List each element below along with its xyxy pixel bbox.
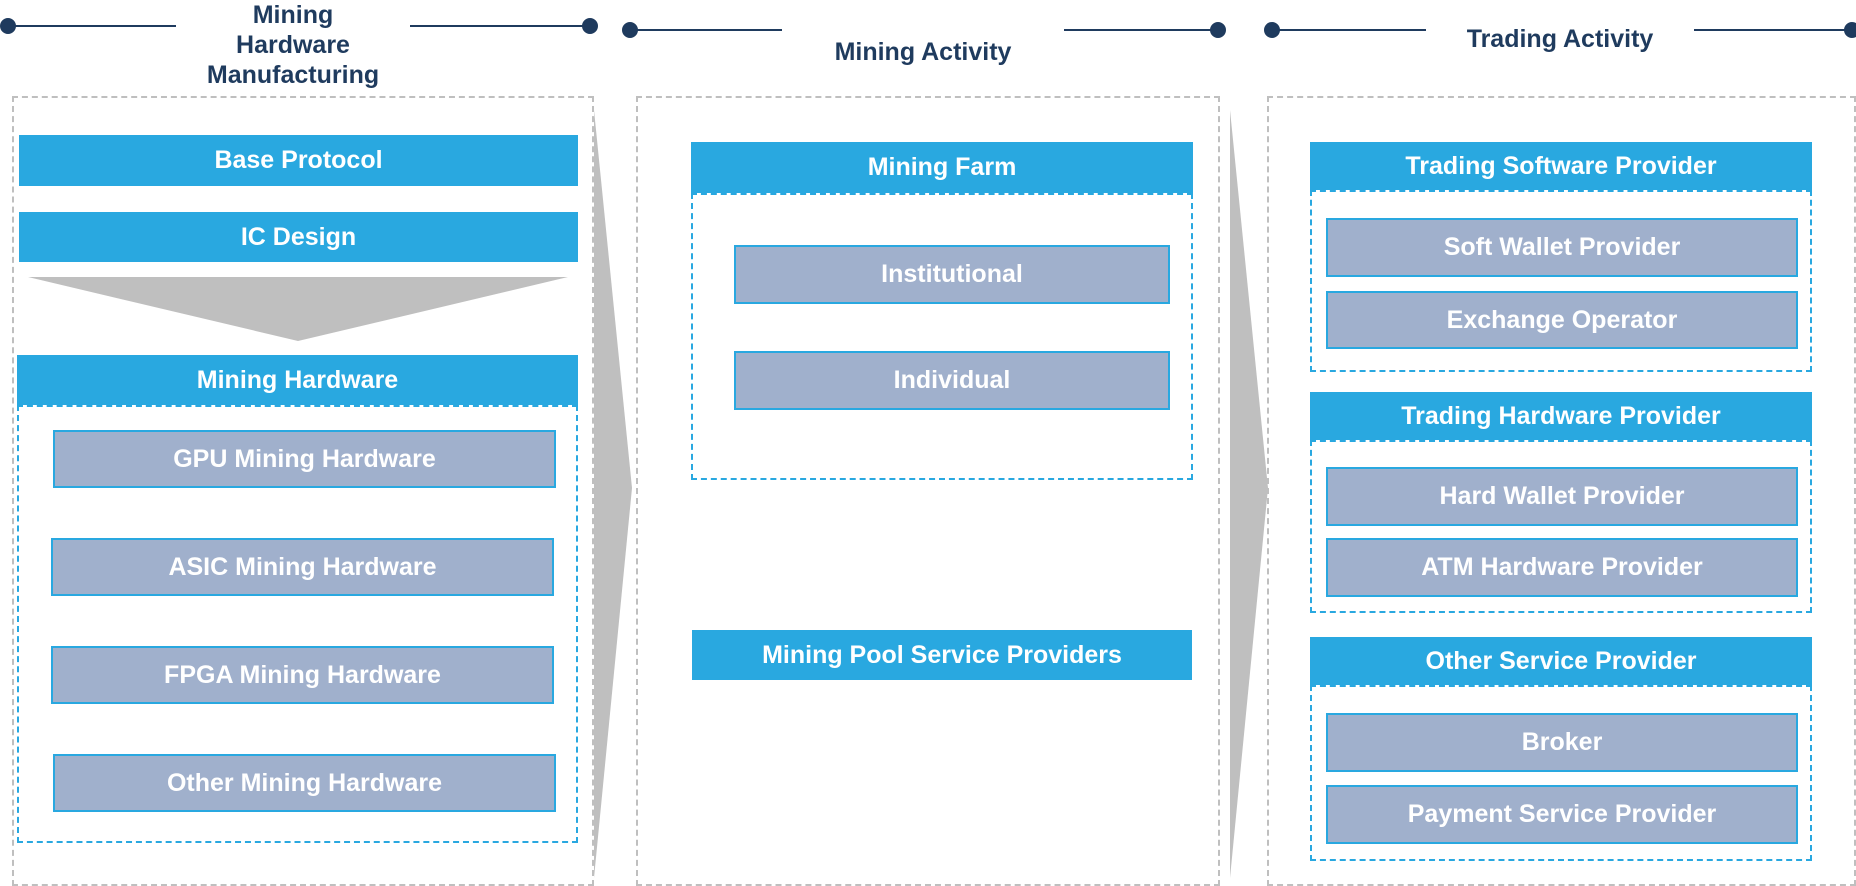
- mining-hardware-heading: Mining Hardware: [17, 355, 578, 405]
- other-service-heading: Other Service Provider: [1310, 637, 1812, 685]
- trading-software-group: [1310, 190, 1812, 372]
- mining-farm-heading: Mining Farm: [691, 142, 1193, 193]
- header-connector-manufacturing: [0, 18, 598, 34]
- soft-wallet-provider: Soft Wallet Provider: [1326, 218, 1798, 277]
- header-connector-mining: [622, 22, 1226, 38]
- column-title-mining: Mining Activity: [834, 38, 1012, 66]
- flow-arrow-2: [1230, 110, 1268, 878]
- gpu-mining-hardware: GPU Mining Hardware: [53, 430, 556, 488]
- trading-hardware-heading: Trading Hardware Provider: [1310, 392, 1812, 440]
- fpga-mining-hardware: FPGA Mining Hardware: [51, 646, 554, 704]
- asic-mining-hardware: ASIC Mining Hardware: [51, 538, 554, 596]
- down-arrow: [28, 277, 568, 341]
- other-service-group: [1310, 685, 1812, 861]
- column-title-trading: Trading Activity: [1466, 25, 1654, 53]
- column-title-manufacturing: Mining Hardware Manufacturing: [206, 1, 380, 89]
- individual-item: Individual: [734, 351, 1170, 410]
- mining-pool-bar: Mining Pool Service Providers: [692, 630, 1192, 680]
- base-protocol-bar: Base Protocol: [19, 135, 578, 186]
- mining-farm-group: [691, 193, 1193, 480]
- flow-arrow-1: [594, 110, 632, 878]
- trading-hardware-group: [1310, 440, 1812, 613]
- hard-wallet-provider: Hard Wallet Provider: [1326, 467, 1798, 526]
- mining-hardware-group: [17, 405, 578, 843]
- trading-software-heading: Trading Software Provider: [1310, 142, 1812, 190]
- ic-design-bar: IC Design: [19, 212, 578, 262]
- payment-service-provider: Payment Service Provider: [1326, 785, 1798, 844]
- institutional-item: Institutional: [734, 245, 1170, 304]
- other-mining-hardware: Other Mining Hardware: [53, 754, 556, 812]
- header-connector-trading: [1264, 22, 1856, 38]
- atm-hardware-provider: ATM Hardware Provider: [1326, 538, 1798, 597]
- broker-item: Broker: [1326, 713, 1798, 772]
- exchange-operator: Exchange Operator: [1326, 291, 1798, 349]
